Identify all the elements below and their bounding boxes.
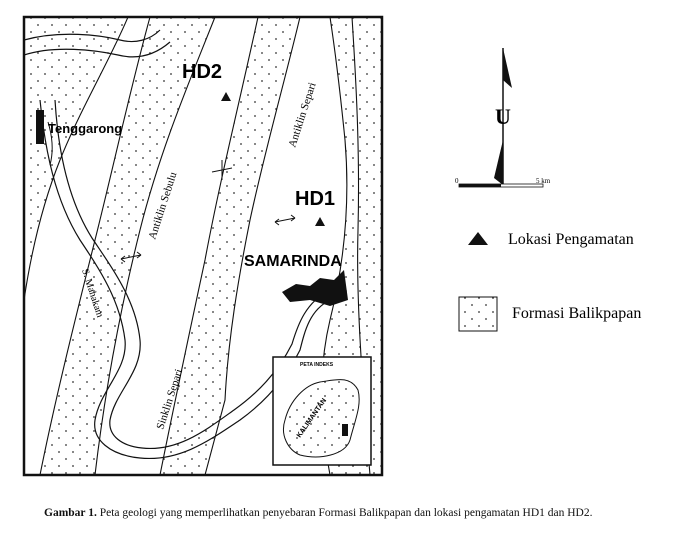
legend-item-formasi: Formasi Balikpapan: [512, 305, 641, 322]
triangle-icon: [468, 232, 488, 245]
scale-start: 0: [455, 177, 459, 185]
north-arrow: U: [494, 48, 512, 185]
north-arrow-label: U: [495, 104, 511, 129]
legend-item-lokasi: Lokasi Pengamatan: [508, 231, 634, 248]
label-hd1: HD1: [295, 188, 335, 210]
figure-caption: Gambar 1. Peta geologi yang memperlihatk…: [44, 506, 644, 520]
inset-title: PETA INDEKS: [300, 362, 334, 368]
label-tenggarong: Tenggarong: [48, 121, 122, 136]
map-frame: [22, 15, 384, 477]
hd2-observation-point: [221, 92, 231, 101]
tenggarong-town-block: [36, 110, 44, 144]
fold-axis-markers: [120, 160, 296, 263]
hd1-observation-point: [315, 217, 325, 226]
inset-map: [272, 356, 372, 466]
scale-end: 5 km: [536, 177, 551, 185]
caption-text: Peta geologi yang memperlihatkan penyeba…: [99, 507, 593, 519]
scale-bar: 0 5 km: [455, 177, 551, 188]
caption-label: Gambar 1.: [44, 507, 97, 519]
north-arrow-head-icon: [503, 48, 512, 88]
map-body: [24, 17, 382, 475]
stippled-box-icon: [458, 296, 498, 332]
label-hd2: HD2: [182, 61, 222, 83]
samarinda-town-block: [282, 270, 348, 306]
label-samarinda: SAMARINDA: [244, 253, 342, 270]
legend: Lokasi Pengamatan Formasi Balikpapan: [458, 231, 641, 332]
